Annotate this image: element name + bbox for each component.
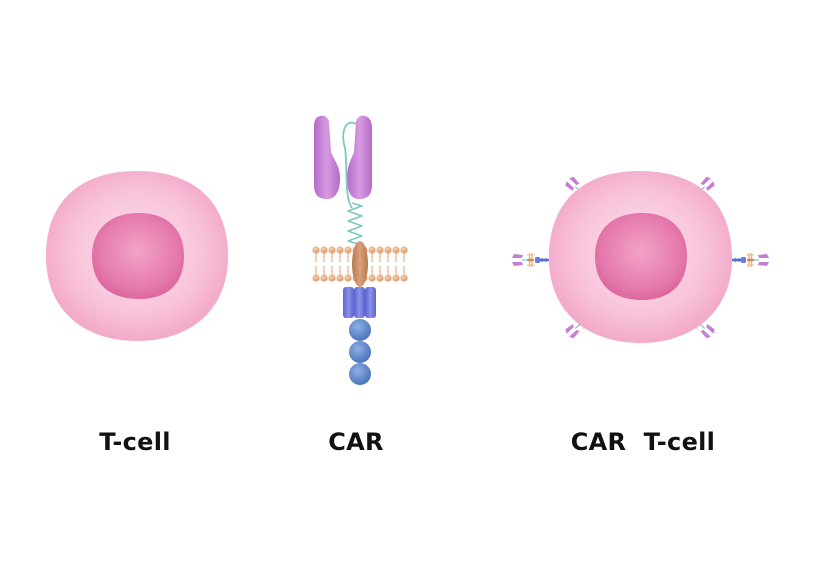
car-transmembrane-domain bbox=[352, 241, 368, 287]
car-linker-loop bbox=[342, 121, 357, 209]
car-tcell-label: CAR T-cell bbox=[570, 428, 716, 456]
tcell-nucleus bbox=[92, 213, 184, 299]
car-scfv-left bbox=[314, 115, 340, 200]
car-costimulatory-domains bbox=[343, 287, 376, 318]
tcell-label: T-cell bbox=[99, 428, 171, 456]
car-hinge bbox=[347, 202, 363, 245]
car-scfv-right bbox=[347, 115, 372, 200]
car-signaling-domains bbox=[349, 319, 371, 385]
tcell-illustration bbox=[45, 171, 229, 341]
car-tcell-illustration bbox=[510, 171, 771, 343]
car-tcell-nucleus bbox=[595, 213, 687, 300]
car-illustration bbox=[312, 115, 408, 385]
car-label: CAR bbox=[328, 428, 384, 456]
